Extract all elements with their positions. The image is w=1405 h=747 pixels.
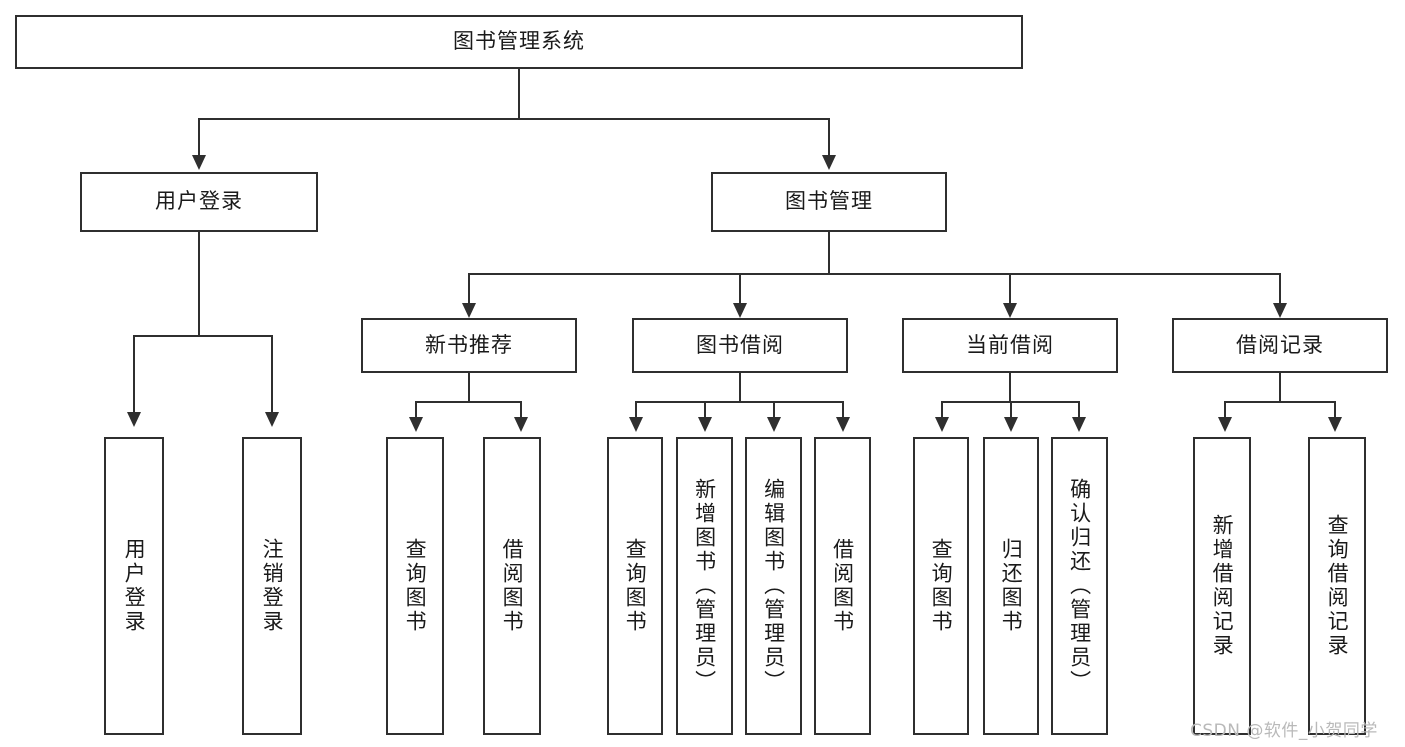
edge-br-to-leaf-1 [1334,401,1336,419]
edge-nbr-to-leaf-0 [415,401,417,419]
leaf-query-book-new-recommend[interactable]: 查询图书 [386,437,444,735]
node-label: 借阅记录 [1236,332,1324,357]
node-label: 借阅图书 [500,538,525,634]
edge-bb-to-leaf-1 [704,401,706,419]
node-label: 注销登录 [260,538,285,634]
node-label: 图书借阅 [696,332,784,357]
arrow-cb-to-leaf-1 [1004,417,1018,432]
node-label: 确认归还（管理员） [1067,478,1092,694]
edge-cb-to-leaf-0 [941,401,943,419]
edge-user-login-to-leaf-1 [271,335,273,415]
edge-cb-to-leaf-2 [1078,401,1080,419]
leaf-return-book[interactable]: 归还图书 [983,437,1039,735]
edge-bb-to-leaf-3 [842,401,844,419]
edge-nbr-bus [415,401,522,403]
node-label: 查询图书 [623,538,648,634]
node-label: 新增图书（管理员） [692,478,717,694]
arrow-nbr-to-leaf-0 [409,417,423,432]
arrow-bm-to-current-borrow [1003,303,1017,318]
arrow-nbr-to-leaf-1 [514,417,528,432]
arrow-bm-to-borrow-record [1273,303,1287,318]
leaf-query-book-current[interactable]: 查询图书 [913,437,969,735]
arrow-bm-to-new-book-recommend [462,303,476,318]
leaf-add-book[interactable]: 新增图书（管理员） [676,437,733,735]
node-root-book-management-system[interactable]: 图书管理系统 [15,15,1023,69]
edge-bb-bus [635,401,844,403]
node-label: 编辑图书（管理员） [761,478,786,694]
node-label: 用户登录 [122,538,147,634]
edge-book-management-bus [468,273,1280,275]
leaf-edit-book[interactable]: 编辑图书（管理员） [745,437,802,735]
leaf-query-borrow-record[interactable]: 查询借阅记录 [1308,437,1366,735]
edge-cb-to-leaf-1 [1010,401,1012,419]
edge-bm-to-book-borrow [739,273,741,306]
node-label: 新增借阅记录 [1210,514,1235,658]
arrow-bm-to-book-borrow [733,303,747,318]
node-label: 新书推荐 [425,332,513,357]
edge-root-to-user-login [198,118,200,158]
edge-bm-to-current-borrow [1009,273,1011,306]
edge-user-login-to-leaf-0 [133,335,135,415]
edge-bm-to-new-book-recommend [468,273,470,306]
node-label: 归还图书 [999,538,1024,634]
node-label: 查询图书 [403,538,428,634]
edge-br-bus [1224,401,1336,403]
node-current-borrow[interactable]: 当前借阅 [902,318,1118,373]
leaf-user-login[interactable]: 用户登录 [104,437,164,735]
leaf-borrow-book-new-recommend[interactable]: 借阅图书 [483,437,541,735]
node-new-book-recommend[interactable]: 新书推荐 [361,318,577,373]
node-book-borrow[interactable]: 图书借阅 [632,318,848,373]
node-label: 图书管理系统 [453,29,585,54]
edge-user-login-stem [198,232,200,336]
edge-book-management-stem [828,232,830,274]
arrow-root-to-user-login [192,155,206,170]
arrow-bb-to-leaf-3 [836,417,850,432]
arrow-br-to-leaf-0 [1218,417,1232,432]
node-label: 查询借阅记录 [1325,514,1350,658]
leaf-confirm-return[interactable]: 确认归还（管理员） [1051,437,1108,735]
arrow-user-login-to-leaf-1 [265,412,279,427]
arrow-bb-to-leaf-1 [698,417,712,432]
node-label: 用户登录 [155,189,243,214]
node-user-login[interactable]: 用户登录 [80,172,318,232]
leaf-borrow-book-borrow[interactable]: 借阅图书 [814,437,871,735]
edge-bb-to-leaf-2 [773,401,775,419]
arrow-root-to-book-management [822,155,836,170]
arrow-bb-to-leaf-2 [767,417,781,432]
edge-bb-stem [739,373,741,402]
csdn-watermark: CSDN @软件_小贺同学 [1190,721,1378,741]
arrow-user-login-to-leaf-0 [127,412,141,427]
edge-bm-to-borrow-record [1279,273,1281,306]
node-label: 借阅图书 [830,538,855,634]
edge-cb-stem [1009,373,1011,402]
node-label: 图书管理 [785,189,873,214]
leaf-add-borrow-record[interactable]: 新增借阅记录 [1193,437,1251,735]
node-label: 当前借阅 [966,332,1054,357]
edge-root-stem [518,69,520,119]
arrow-br-to-leaf-1 [1328,417,1342,432]
edge-nbr-to-leaf-1 [520,401,522,419]
edge-bb-to-leaf-0 [635,401,637,419]
leaf-query-book-borrow[interactable]: 查询图书 [607,437,663,735]
edge-root-bus [199,118,829,120]
arrow-cb-to-leaf-2 [1072,417,1086,432]
arrow-bb-to-leaf-0 [629,417,643,432]
edge-br-to-leaf-0 [1224,401,1226,419]
node-book-management[interactable]: 图书管理 [711,172,947,232]
edge-br-stem [1279,373,1281,402]
node-borrow-record[interactable]: 借阅记录 [1172,318,1388,373]
leaf-logout-login[interactable]: 注销登录 [242,437,302,735]
node-label: 查询图书 [929,538,954,634]
edge-root-to-book-management [828,118,830,158]
arrow-cb-to-leaf-0 [935,417,949,432]
edge-nbr-stem [468,373,470,402]
edge-user-login-bus [133,335,273,337]
